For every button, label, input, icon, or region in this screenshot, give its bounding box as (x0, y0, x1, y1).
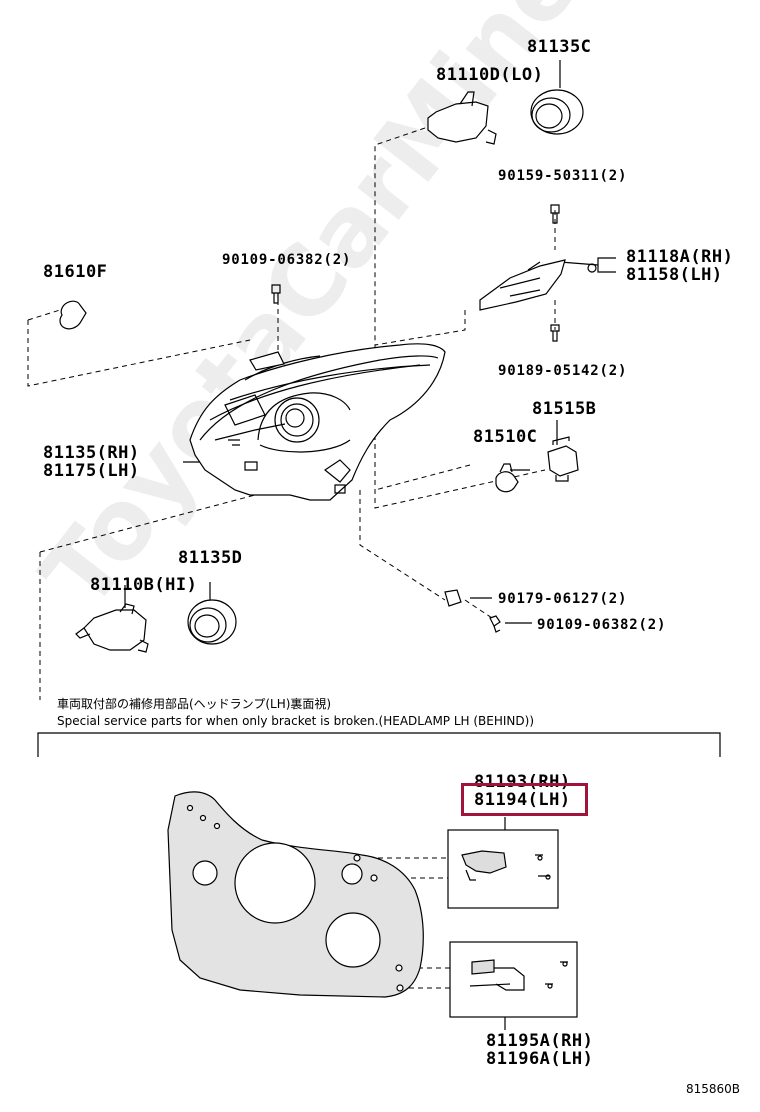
label-81118A-rh[interactable]: 81118A(RH) (626, 247, 734, 267)
label-81515B[interactable]: 81515B (532, 399, 597, 419)
label-81196A-lh[interactable]: 81196A(LH) (486, 1049, 594, 1069)
label-81135D[interactable]: 81135D (178, 548, 243, 568)
note-japanese: 車両取付部の補修用部品(ヘッドランプ(LH)裏面視) (57, 697, 332, 711)
label-90189-05142[interactable]: 90189-05142(2) (498, 363, 628, 379)
label-81194-lh[interactable]: 81194(LH) (474, 790, 571, 810)
label-90109-06382-upper[interactable]: 90109-06382(2) (222, 252, 352, 268)
diagram-id: 815860B (686, 1082, 741, 1096)
note-english: Special service parts for when only brac… (57, 714, 535, 728)
label-81193-rh[interactable]: 81193(RH) (474, 772, 571, 792)
label-90159-50311[interactable]: 90159-50311(2) (498, 168, 628, 184)
label-81110B-hi[interactable]: 81110B(HI) (90, 575, 198, 595)
label-81610F[interactable]: 81610F (43, 262, 108, 282)
label-81135-rh[interactable]: 81135(RH) (43, 443, 140, 463)
label-81195A-rh[interactable]: 81195A(RH) (486, 1031, 594, 1051)
label-90109-06382-lower[interactable]: 90109-06382(2) (537, 617, 667, 633)
highlight-box (461, 783, 588, 816)
label-81135C[interactable]: 81135C (527, 37, 592, 57)
label-81110D-lo[interactable]: 81110D(LO) (436, 65, 544, 85)
label-81175-lh[interactable]: 81175(LH) (43, 461, 140, 481)
label-81158-lh[interactable]: 81158(LH) (626, 265, 723, 285)
label-90179-06127[interactable]: 90179-06127(2) (498, 591, 628, 607)
label-81510C[interactable]: 81510C (473, 427, 538, 447)
